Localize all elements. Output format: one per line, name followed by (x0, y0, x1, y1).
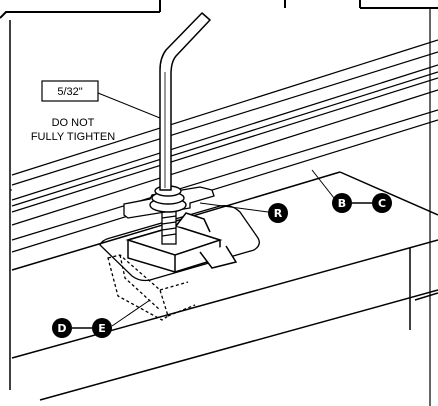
callout-badge-c: C (372, 193, 392, 213)
svg-text:B: B (338, 197, 346, 210)
size-label-box (41, 80, 99, 102)
callout-badge-b: B (332, 193, 352, 213)
size-label: 5/32" (57, 86, 82, 98)
guide-piece-dashed (107, 254, 196, 321)
leader-lines (97, 92, 335, 327)
hex-key-wrench (159, 12, 211, 191)
frame-top (0, 0, 438, 19)
callout-badge-d: D (52, 318, 72, 338)
svg-text:C: C (378, 197, 386, 210)
callout-badge-r: R (268, 203, 288, 223)
svg-text:E: E (98, 322, 106, 335)
callout-badge-e: E (92, 318, 112, 338)
caution-line-1: DO NOT (52, 117, 95, 129)
mounting-block (125, 212, 238, 273)
threaded-stud (161, 205, 177, 245)
washer-nut (149, 185, 187, 213)
base-cutout (99, 204, 260, 282)
caution-line-2: FULLY TIGHTEN (31, 131, 115, 143)
svg-text:R: R (274, 207, 283, 220)
rail (10, 39, 438, 253)
svg-text:D: D (57, 322, 66, 335)
